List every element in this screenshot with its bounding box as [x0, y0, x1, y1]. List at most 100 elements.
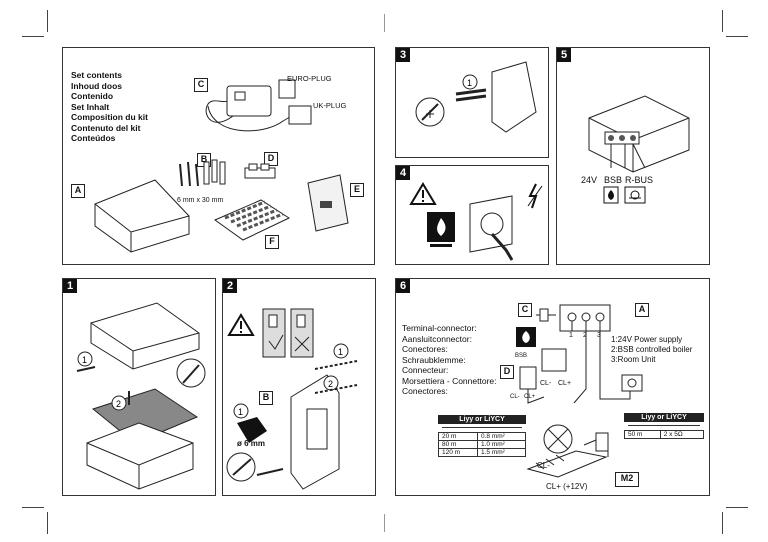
step-5-panel: 5 24V BSB R-BUS [556, 47, 710, 265]
cl-minus-label: CL- [540, 380, 552, 387]
crop-mark [22, 507, 44, 508]
crop-mark [47, 10, 48, 32]
warning-icon [409, 182, 437, 205]
wiring-diagram [516, 304, 643, 478]
table-cell: 50 m [624, 430, 661, 439]
table-cell: 1.5 mm² [477, 448, 526, 457]
title-line: Composition du kit [71, 112, 148, 122]
terminal-connector-illustration [244, 163, 276, 179]
table-cell: 1.0 mm² [477, 440, 526, 449]
title-line: Set contents [71, 70, 123, 80]
step-3-panel: 3 1 [395, 47, 549, 158]
crop-mark [22, 36, 44, 37]
label-m2: M2 [615, 472, 639, 487]
svg-text:2: 2 [328, 379, 333, 389]
legend-line: 3:Room Unit [611, 355, 656, 364]
svg-text:1: 1 [238, 407, 243, 417]
step-4-panel: 4 [395, 165, 549, 265]
step-number: 6 [396, 279, 410, 293]
step-number: 5 [557, 48, 571, 62]
manual-illustration [307, 174, 349, 232]
terminal-label-line: Morsettiera - Connettore: [402, 375, 497, 386]
terminal-label-line: Schraubklemme: [402, 354, 466, 365]
table-cell: 2 x 5Ω [659, 430, 705, 439]
thermostat-illustration [94, 179, 190, 253]
screws-plugs-illustration [179, 159, 226, 187]
table-cell: 20 m [438, 432, 478, 441]
cable-table-header: Liyy or LiYCY [438, 415, 526, 424]
cl-plus-label: CL+ [524, 394, 536, 400]
label-rbus: R-BUS [625, 175, 654, 185]
cable-table-header: Liyy or LiYCY [624, 413, 704, 422]
label-c: C [194, 78, 208, 92]
terminal-connector-labels: Terminal-connector: Aansluitconnector: C… [402, 323, 496, 397]
title-line: Conteúdos [71, 133, 116, 143]
power-off-icon [527, 183, 543, 209]
legend-line: 2:BSB controlled boiler [611, 345, 693, 354]
terminal-number: 1 [569, 332, 573, 339]
title-line: Inhoud doos [71, 80, 122, 91]
step-number: 3 [396, 48, 410, 62]
svg-text:1: 1 [338, 347, 343, 357]
screw-size-label: 6 mm x 30 mm [177, 197, 224, 204]
terminal-number: 3 [597, 332, 601, 339]
step-3-illustration: 1 [415, 61, 537, 133]
set-contents-titles: Set contents Inhoud doos Contenido Set I… [71, 70, 148, 144]
label-24v: 24V [581, 175, 598, 185]
title-line: Contenido [71, 91, 114, 101]
step-number: 2 [223, 279, 237, 293]
label-f: F [265, 235, 279, 249]
terminal-label-line: Terminal-connector: [402, 323, 477, 333]
terminal-label-line: Aansluitconnector: [402, 333, 472, 344]
svg-text:2: 2 [116, 399, 121, 409]
step-6-panel: 6 C A Terminal-connector: Aansluitconnec… [395, 278, 710, 496]
cl-plus-label: CL+ [558, 380, 572, 387]
step-2-illustration: 1 2 1 [226, 308, 358, 490]
step-number: 4 [396, 166, 410, 180]
cl-minus-label: CL- [537, 461, 550, 470]
title-line: Set Inhalt [71, 101, 110, 112]
step-1-panel: 1 1 2 [62, 278, 216, 496]
crop-mark [726, 507, 748, 508]
crop-mark [47, 512, 48, 534]
label-e: E [350, 183, 364, 197]
step-number: 1 [63, 279, 77, 293]
label-d: D [264, 152, 278, 166]
label-a: A [71, 184, 85, 198]
drill-size-label: ø 6 mm [237, 439, 266, 448]
legend-line: 1:24V Power supply [611, 335, 683, 344]
stickers-illustration [213, 199, 291, 241]
label-b: B [259, 391, 273, 405]
crop-mark [726, 36, 748, 37]
terminal-label-line: Connecteur: [402, 365, 449, 375]
terminal-label-line: Conectores: [402, 344, 448, 354]
room-unit-icon [624, 186, 646, 204]
label-c: C [518, 303, 532, 317]
cl-minus-label: CL- [510, 394, 520, 400]
step-2-panel: 2 1 2 1 B ø 6 mm [222, 278, 376, 496]
svg-text:1: 1 [82, 355, 87, 365]
terminal-number: 2 [583, 332, 587, 339]
label-a: A [635, 303, 649, 317]
uk-plug-label: UK-PLUG [313, 101, 347, 110]
label-d: D [500, 365, 514, 379]
crop-mark [722, 10, 723, 32]
terminal-legend: 1:24V Power supply 2:BSB controlled boil… [611, 335, 692, 365]
table-cell: 0.8 mm² [477, 432, 526, 441]
cable-length-bar [442, 427, 522, 428]
power-adapter-illustration [205, 79, 312, 132]
crop-mark [722, 512, 723, 534]
set-contents-panel: Set contents Inhoud doos Contenido Set I… [62, 47, 375, 265]
bsb-label: BSB [515, 353, 528, 359]
cl-plus-12v-label: CL+ (+12V) [546, 482, 588, 491]
table-cell: 120 m [438, 448, 478, 457]
title-line: Contenuto del kit [71, 122, 141, 133]
label-bsb: BSB [604, 175, 623, 185]
euro-plug-label: EURO-PLUG [287, 74, 332, 83]
